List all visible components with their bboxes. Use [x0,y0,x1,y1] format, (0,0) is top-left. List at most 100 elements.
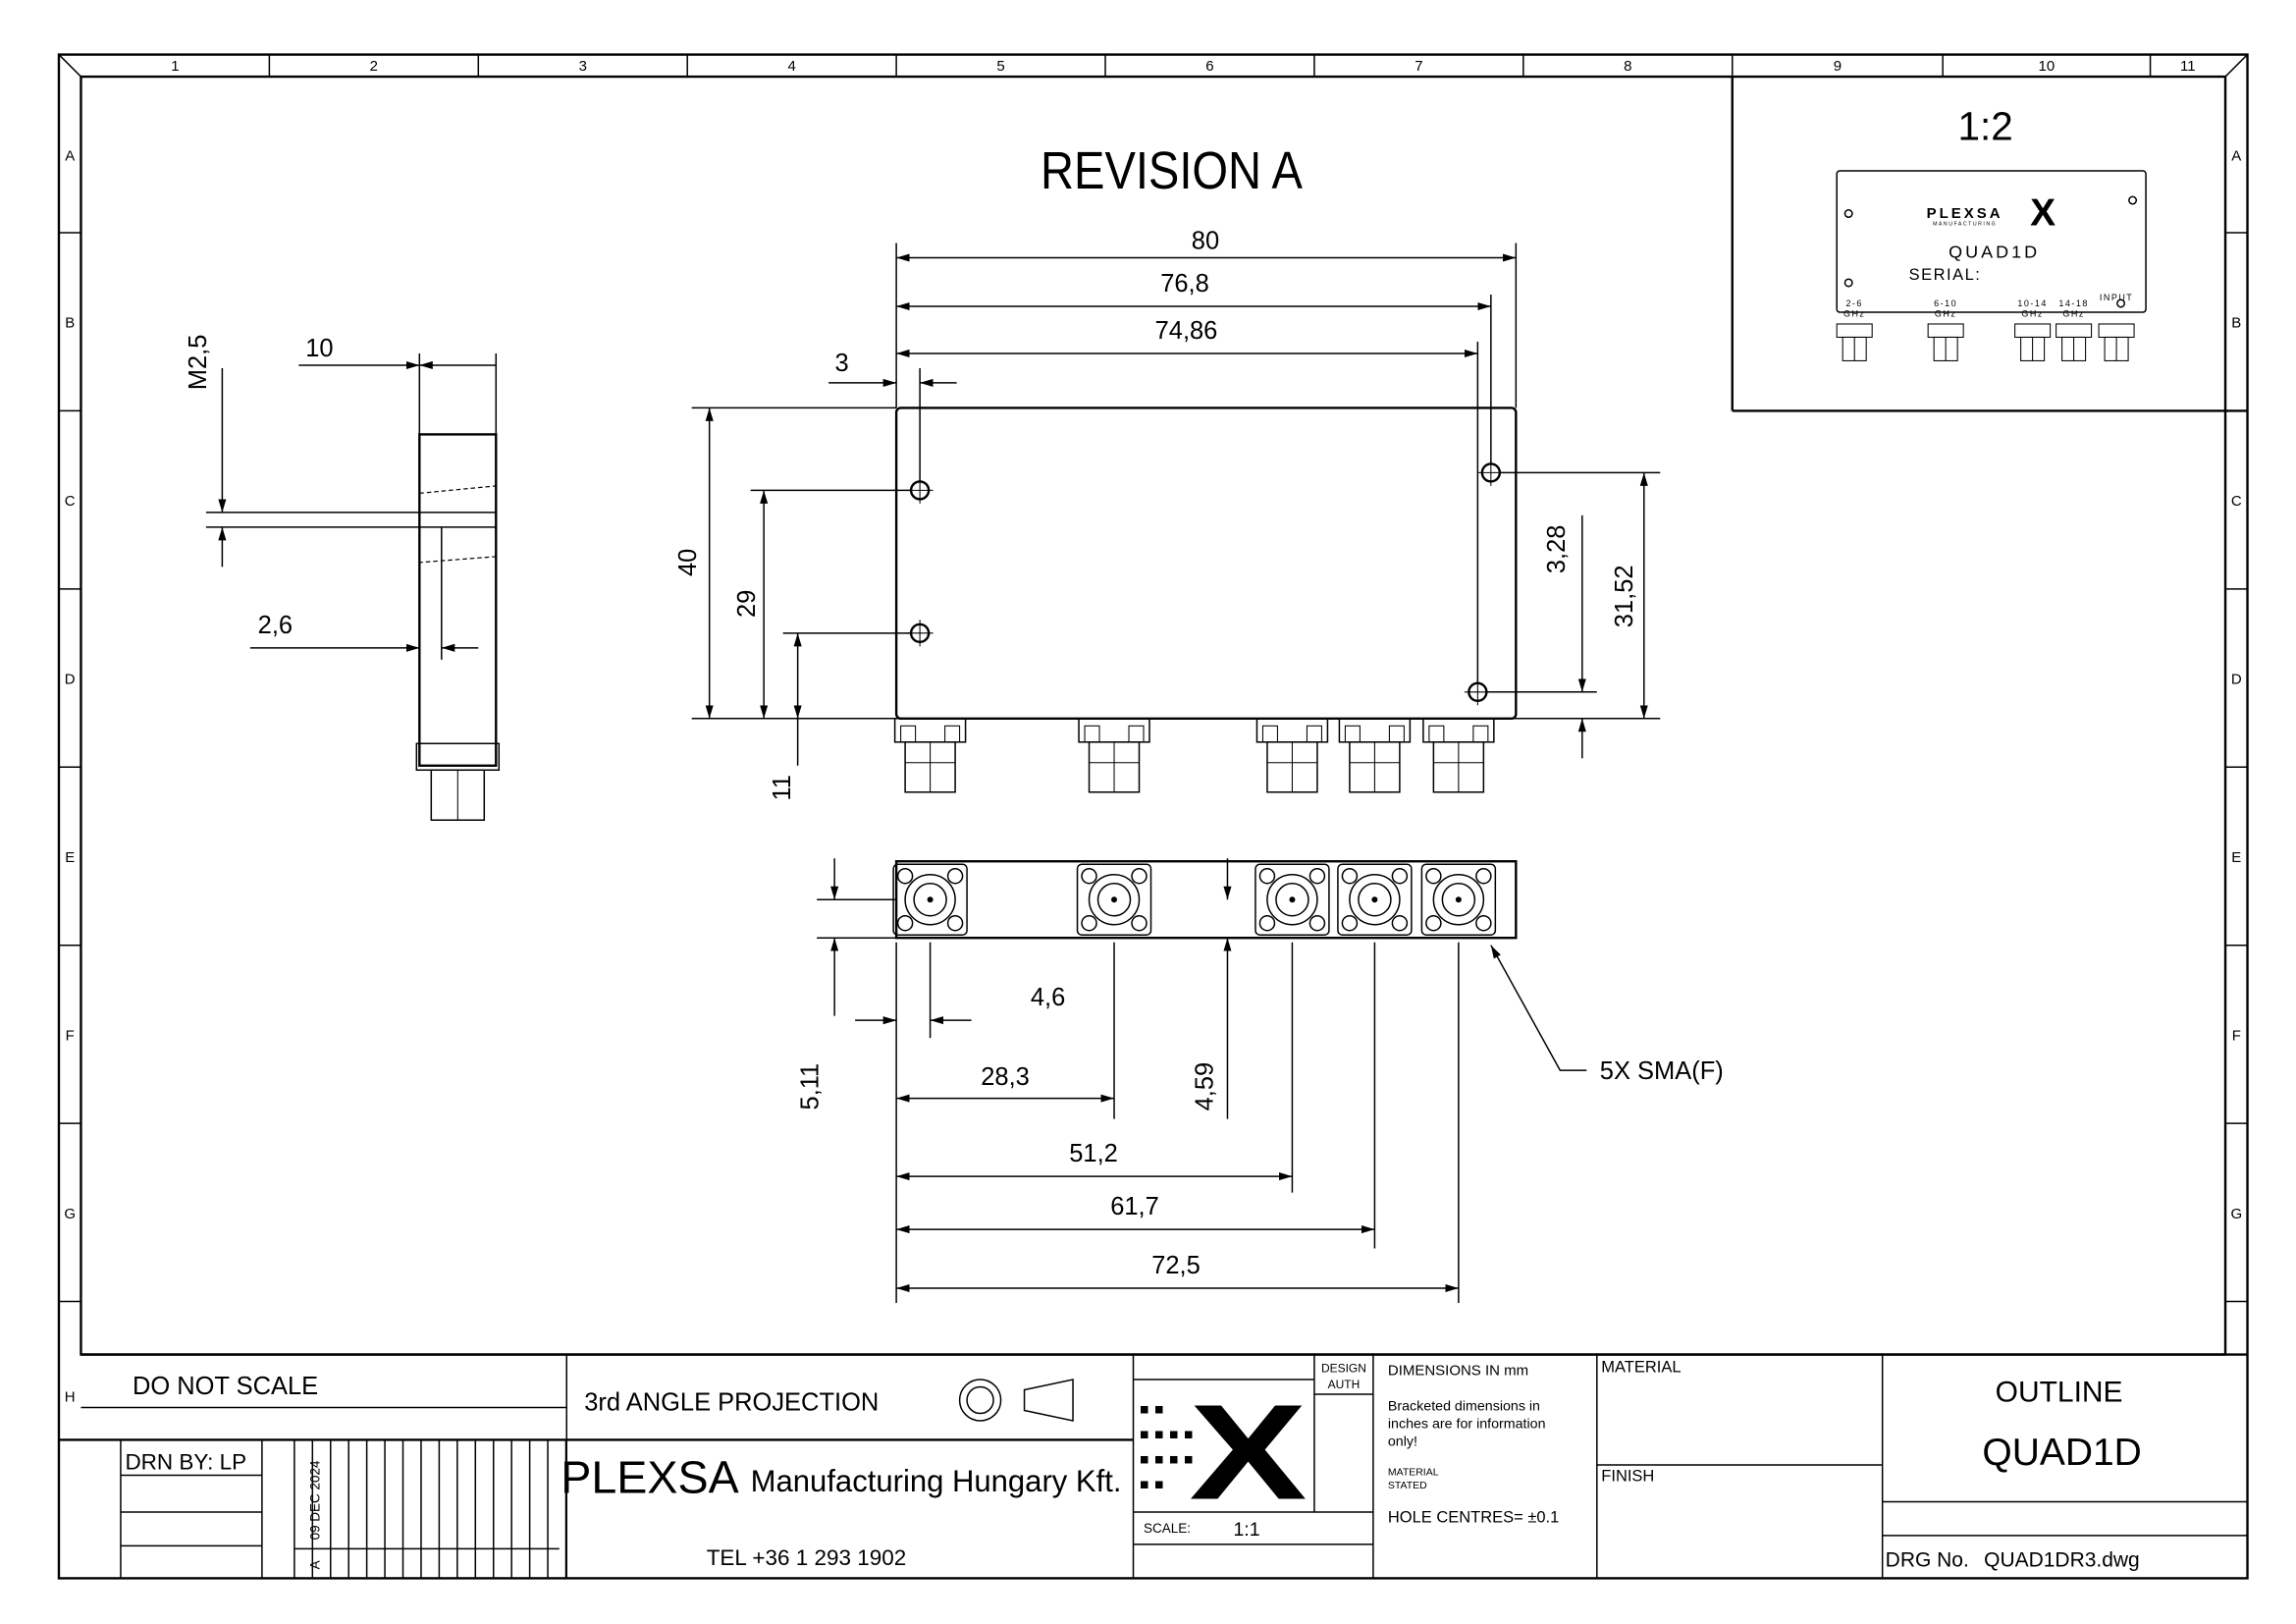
row-label: C [65,493,76,510]
inset-view: 1:2 PLEXSA MANUFACTURING X QUAD1D SERIAL… [1731,77,2248,412]
dim-3-28: 3,28 [1543,525,1571,574]
company-name-main: PLEXSA [561,1451,738,1502]
side-view [205,352,501,821]
dim-5-11: 5,11 [797,1063,825,1110]
third-angle-projection-icon [958,1379,1074,1422]
front-view-dimensions [691,243,1661,766]
row-label: E [2231,849,2241,866]
port-label: INPUT [2100,293,2133,302]
projection-label: 3rd ANGLE PROJECTION [584,1388,879,1416]
drg-no-value: QUAD1DR3.dwg [1984,1548,2140,1571]
sma-connector-face [1076,863,1152,936]
bottom-view-dimensions [817,858,1587,1304]
row-label: F [2232,1027,2241,1044]
dim-72-5: 72,5 [1151,1252,1201,1279]
sma-connector [1338,718,1412,793]
front-view [893,406,1518,793]
dim-29: 29 [733,590,761,618]
scale-value: 1:1 [1233,1519,1259,1541]
column-label: 8 [1624,58,1631,75]
dim-31-52: 31,52 [1611,565,1638,627]
sma-connector-face [1420,863,1497,936]
revision-letter: A [307,1560,322,1569]
company-tel: TEL +36 1 293 1902 [707,1545,907,1570]
side-view-dimensions [218,360,497,660]
enclosure-outline [894,406,1518,720]
bracket-note-3: only! [1388,1434,1417,1449]
hole-centres-tolerance: HOLE CENTRES= ±0.1 [1388,1508,1559,1526]
inset-enclosure [1836,170,2147,313]
column-label: 10 [2039,58,2056,75]
column-label: 1 [171,58,179,75]
row-label: H [65,1388,76,1405]
row-label: F [66,1027,75,1044]
company-name-rest: Manufacturing Hungary Kft. [751,1464,1122,1498]
svg-text:X: X [1189,1377,1307,1528]
revision-date: 09 DEC 2024 [307,1460,322,1540]
row-label: B [65,315,75,332]
inset-logo-x-icon: X [2030,192,2056,235]
port-label: 14-18 [2058,298,2088,308]
material-stated-1: MATERIAL [1388,1467,1439,1478]
column-label: 7 [1415,58,1422,75]
material-label: MATERIAL [1601,1359,1681,1377]
row-label: B [2231,315,2241,332]
port-unit: GHz [1843,308,1865,318]
sma-connector [1422,718,1495,793]
row-label: E [65,849,75,866]
port-unit: GHz [2021,308,2043,318]
design-auth-1: DESIGN [1321,1362,1366,1376]
row-label: G [64,1206,76,1222]
inset-brand: PLEXSA [1927,205,2003,222]
row-label: C [2231,493,2242,510]
sma-connector-face [1337,863,1413,936]
dim-76-8: 76,8 [1160,270,1209,298]
sma-connector [1078,718,1150,793]
row-label: D [65,672,76,688]
sma-connector [893,718,967,793]
column-label: 6 [1205,58,1213,75]
column-label: 5 [996,58,1004,75]
inset-scale: 1:2 [1958,104,2013,149]
connector-callout: 5X SMA(F) [1600,1057,1724,1085]
dim-4-6: 4,6 [1031,984,1065,1011]
bracket-note-1: Bracketed dimensions in [1388,1398,1540,1414]
column-label: 3 [579,58,587,75]
sma-connector-face [1255,863,1330,936]
port-label: 10-14 [2017,298,2047,308]
dim-10: 10 [305,335,333,362]
dim-2-6: 2,6 [258,612,293,639]
dim-3: 3 [835,350,849,377]
column-label: 2 [370,58,378,75]
bottom-view [892,860,1518,940]
dim-40: 40 [674,549,702,576]
column-label: 9 [1834,58,1842,75]
row-label: G [2230,1206,2242,1222]
bracket-note-2: inches are for information [1388,1416,1546,1432]
dim-61-7: 61,7 [1110,1193,1159,1220]
finish-label: FINISH [1601,1467,1654,1485]
drg-no-label: DRG No. [1886,1548,1969,1571]
port-label: 6-10 [1934,298,1957,308]
scale-label: SCALE: [1144,1521,1191,1536]
dimensions-unit-note: DIMENSIONS IN mm [1388,1363,1528,1380]
dim-28-3: 28,3 [981,1063,1030,1091]
inset-brand-sub: MANUFACTURING [1933,222,1997,228]
port-unit: GHz [2062,308,2084,318]
dim-11: 11 [769,775,796,800]
row-label: A [65,148,75,165]
do-not-scale-note: DO NOT SCALE [133,1373,318,1400]
row-label: D [2231,672,2242,688]
inset-model: QUAD1D [1949,242,2040,261]
sma-connector [1255,718,1329,793]
inset-port: INPUT [2098,293,2135,361]
revision-title: REVISION A [1041,141,1303,200]
port-unit: GHz [1935,308,1956,318]
port-label: 2-6 [1845,298,1862,308]
